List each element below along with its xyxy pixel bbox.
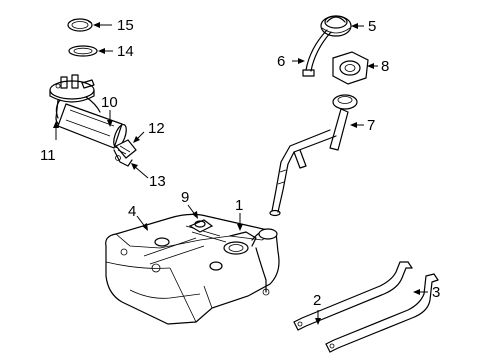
callout-1: 1: [235, 197, 243, 231]
callout-13-label: 13: [149, 173, 166, 190]
part-2-tank-strap: [293, 261, 413, 331]
part-10-fuel-pump-module: [49, 74, 127, 149]
callout-2-label: 2: [313, 292, 321, 309]
callout-12: 12: [133, 120, 165, 143]
part-15-lock-ring: [67, 18, 93, 32]
part-13-sender: [113, 149, 133, 167]
part-8-filler-housing: [332, 51, 369, 85]
callout-11-label: 11: [40, 147, 56, 164]
callout-9-label: 9: [181, 189, 189, 206]
part-4-fuel-tank: [105, 213, 280, 325]
callout-2: 2: [313, 292, 321, 325]
callout-3: 3: [413, 284, 440, 301]
callout-1-label: 1: [235, 197, 243, 214]
part-3-tank-strap: [325, 273, 439, 353]
part-7-filler-neck: [269, 94, 358, 217]
callout-7: 7: [350, 117, 375, 134]
callout-8: 8: [367, 58, 389, 75]
callout-4-label: 4: [128, 203, 136, 220]
callout-3-label: 3: [432, 284, 440, 301]
callout-11: 11: [40, 121, 59, 164]
part-12-strainer: [115, 139, 137, 159]
callout-15: 15: [93, 17, 134, 34]
callout-10: 10: [101, 94, 118, 127]
callout-14-label: 14: [117, 43, 134, 60]
callout-15-label: 15: [117, 17, 134, 34]
part-9-tank-fitting: [188, 219, 214, 233]
callout-8-label: 8: [381, 58, 389, 75]
callout-9: 9: [181, 189, 198, 219]
callout-5: 5: [351, 18, 376, 35]
callout-4: 4: [128, 203, 148, 231]
part-14-gasket: [68, 45, 98, 57]
part-5-fuel-cap: [320, 15, 352, 37]
callout-6: 6: [277, 53, 305, 70]
callout-12-label: 12: [148, 120, 165, 137]
callout-13: 13: [131, 163, 166, 190]
part-1-tank-vent: [229, 228, 278, 296]
callout-10-label: 10: [101, 94, 118, 111]
callout-5-label: 5: [368, 18, 376, 35]
callout-14: 14: [98, 43, 134, 60]
callout-7-label: 7: [367, 117, 375, 134]
part-6-cap-tether: [302, 29, 332, 77]
callout-6-label: 6: [277, 53, 285, 70]
